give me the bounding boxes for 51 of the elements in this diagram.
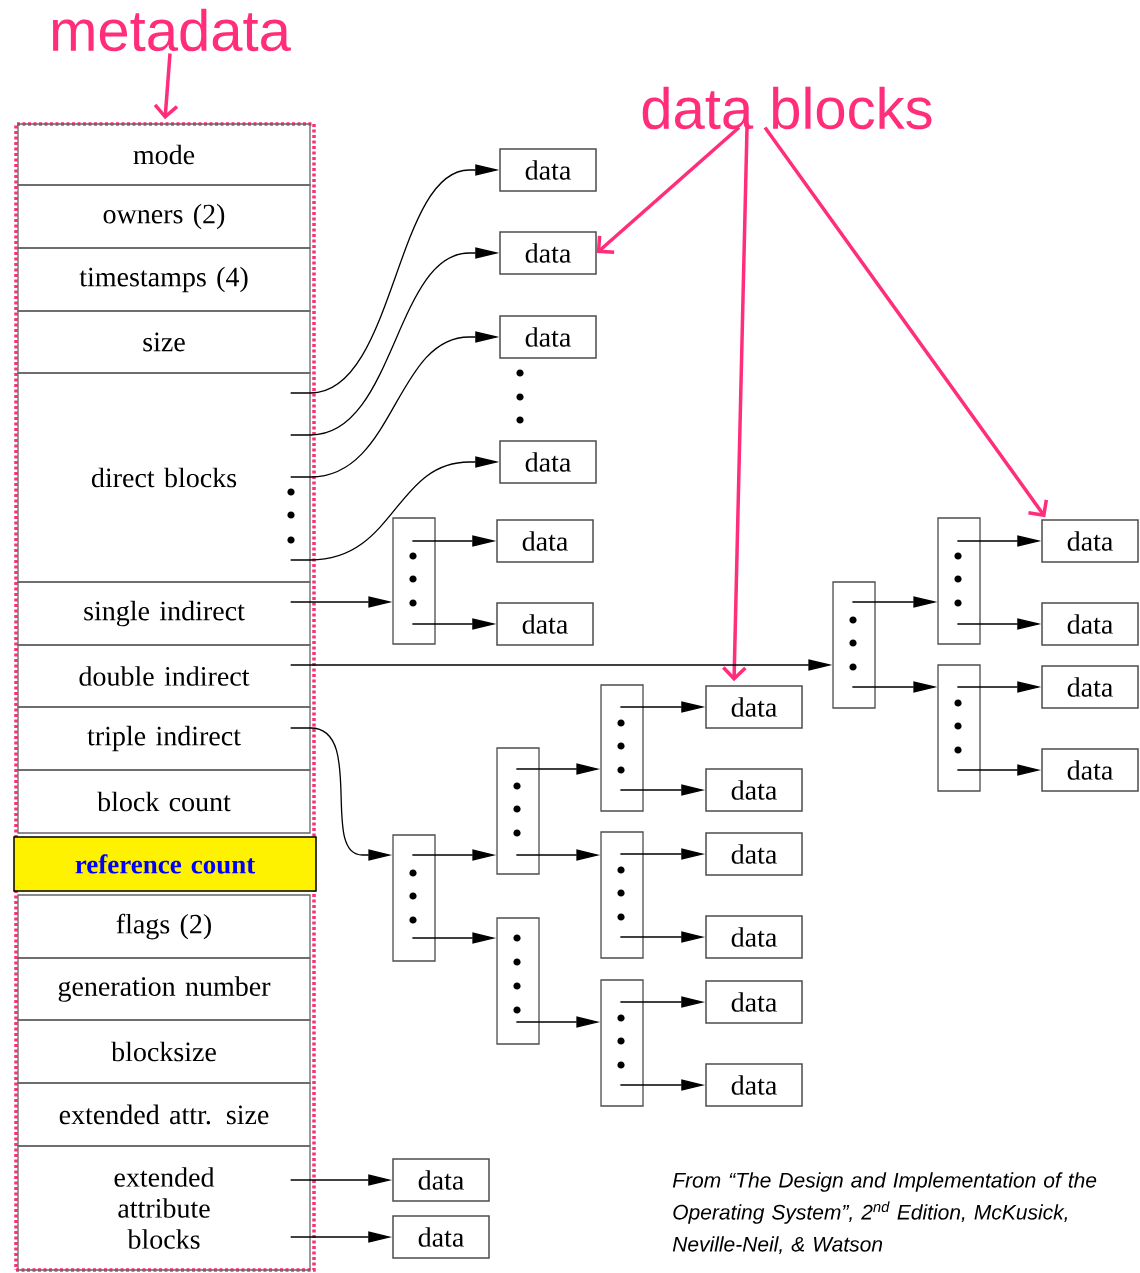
data-block: data — [1041, 519, 1139, 563]
dotted-frame — [14, 122, 316, 1272]
field-box: single indirect — [17, 581, 311, 646]
field-box: generation number — [17, 957, 311, 1021]
field-box: size — [17, 310, 311, 374]
data-block: data — [499, 315, 597, 359]
data-block: data — [705, 832, 803, 876]
field-box: direct blocks — [17, 372, 311, 583]
data-block: data — [1041, 748, 1139, 792]
callout-arrow — [153, 53, 179, 120]
pointer-block — [600, 979, 644, 1107]
callout-arrow — [763, 126, 1049, 518]
data-block: data — [705, 685, 803, 729]
pointer-block — [496, 917, 540, 1045]
heading: metadata — [52, 8, 291, 52]
field-box: timestamps (4) — [17, 247, 311, 312]
data-block: data — [1041, 665, 1139, 709]
callout-arrow — [596, 126, 741, 255]
data-block: data — [496, 519, 594, 563]
data-block: data — [496, 602, 594, 646]
pointer-block — [600, 831, 644, 959]
pointer-block — [392, 834, 436, 962]
data-block: data — [392, 1158, 490, 1202]
data-block: data — [705, 980, 803, 1024]
pointer-block — [496, 747, 540, 875]
pointer-block — [937, 517, 981, 645]
field-box: extended attr. size — [17, 1082, 311, 1147]
field-box: double indirect — [17, 644, 311, 708]
pointer-block — [937, 664, 981, 792]
data-block: data — [499, 440, 597, 484]
pointer-block — [832, 581, 876, 709]
field-box: mode — [17, 123, 311, 186]
field-box: owners (2) — [17, 184, 311, 249]
field-box: block count — [17, 769, 311, 834]
pointer-block — [392, 517, 436, 645]
data-block: data — [392, 1215, 490, 1259]
field-box: extended attribute blocks — [17, 1145, 311, 1271]
field-box: triple indirect — [17, 706, 311, 771]
field-box: flags (2) — [17, 894, 311, 959]
data-block: data — [499, 148, 597, 192]
callout-arrow — [722, 127, 749, 682]
heading: data blocks — [642, 86, 932, 130]
data-block: data — [499, 231, 597, 275]
pointer-block — [600, 684, 644, 812]
citation-text: From “The Design and Implementation of the Operating System”, 2$^{nd}$ Edition, McKusick, Neville-Neil, & Watson — [672, 1172, 1097, 1255]
field-box: blocksize — [17, 1019, 311, 1084]
data-block: data — [705, 1063, 803, 1107]
data-block: data — [705, 768, 803, 812]
data-block: data — [1041, 602, 1139, 646]
highlighted-field: reference count — [13, 836, 317, 892]
data-block: data — [705, 915, 803, 959]
